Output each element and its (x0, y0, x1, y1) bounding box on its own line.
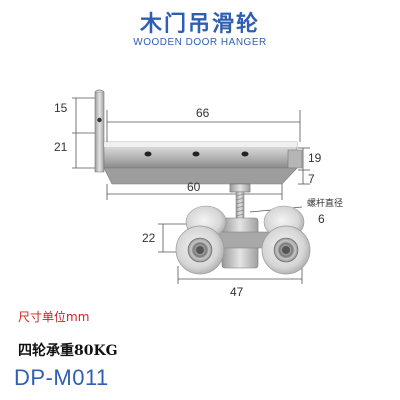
dim-bracket-height: 21 (54, 140, 68, 154)
dim-base-length: 60 (187, 180, 201, 194)
dim-top-length: 66 (196, 106, 210, 120)
dim-wheel-span: 47 (230, 285, 244, 299)
dim-rod-label: 螺杆直径 (307, 199, 344, 209)
dim-bracket-top: 15 (54, 101, 68, 115)
mounting-plate (103, 141, 303, 185)
dimension-lines (72, 97, 310, 284)
wheel-carriage (175, 205, 311, 275)
dim-rod-diameter: 6 (318, 212, 325, 226)
load-capacity: 四轮承重80KG (18, 343, 118, 359)
product-title: 木门吊滑轮 (139, 12, 260, 37)
dim-plate-height: 19 (308, 151, 322, 165)
screw-rod (229, 183, 251, 221)
dim-plate-offset: 7 (308, 172, 315, 186)
model-number: DP-M011 (14, 365, 109, 390)
product-subtitle: WOODEN DOOR HANGER (133, 37, 267, 48)
bracket-vertical (94, 89, 105, 173)
unit-note: 尺寸单位mm (18, 310, 90, 324)
dim-wheel-height: 22 (142, 231, 156, 245)
